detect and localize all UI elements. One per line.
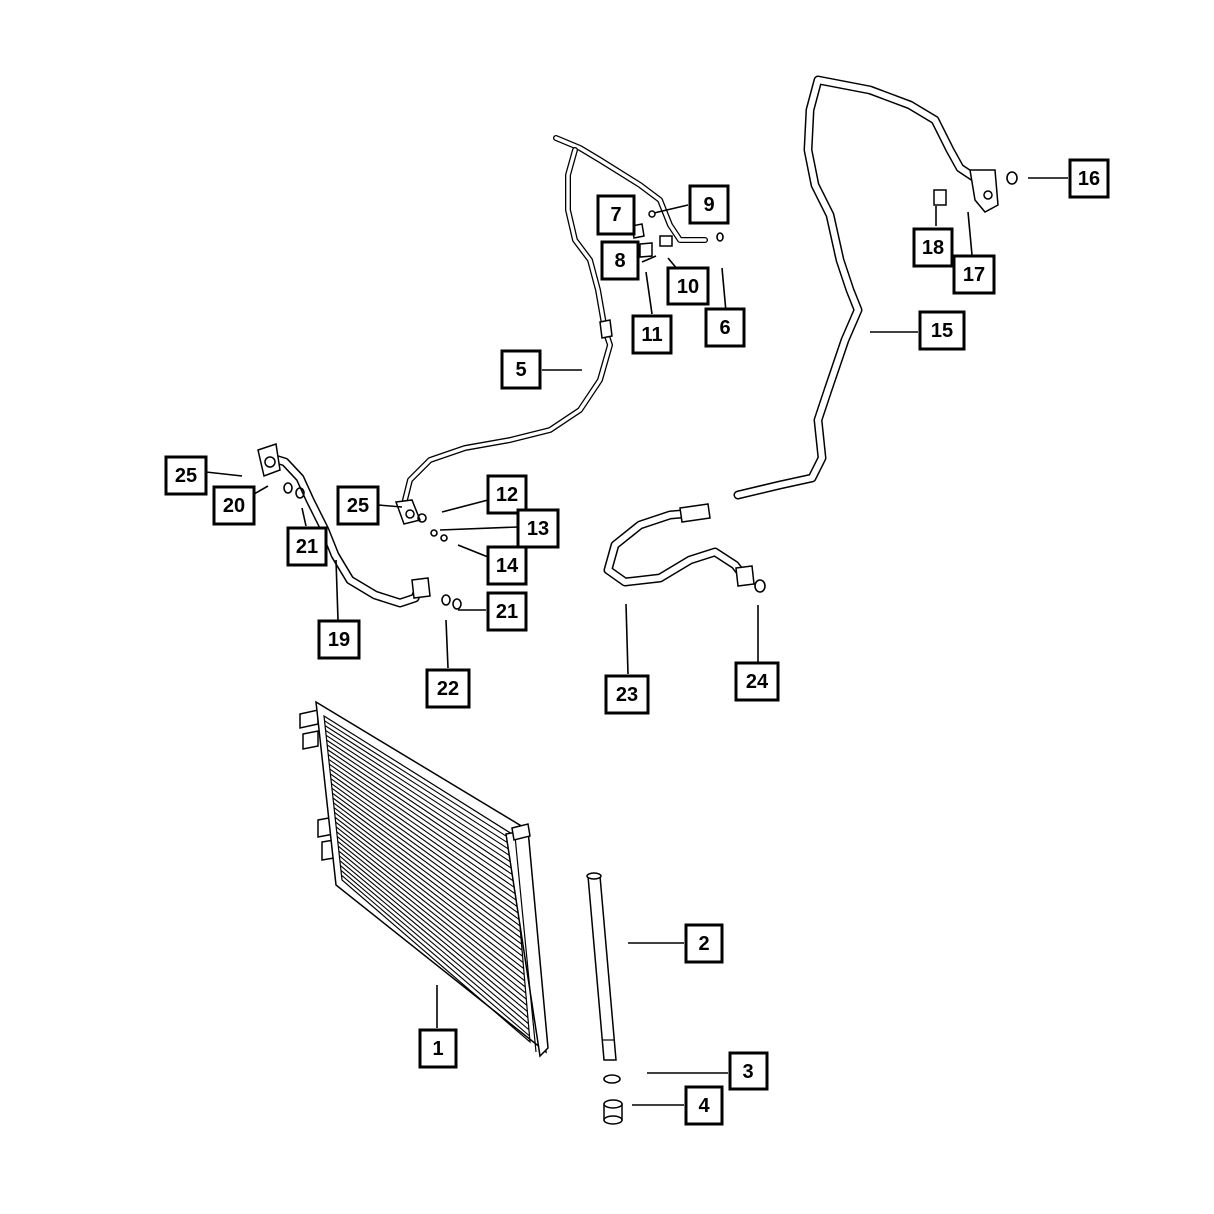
callout-3: 3	[728, 1051, 769, 1091]
condenser-fin	[326, 739, 515, 866]
condenser-fin	[333, 807, 523, 951]
callout-10: 10	[666, 266, 710, 306]
callout-22: 22	[425, 668, 471, 709]
callout-13: 13	[516, 508, 560, 549]
callout-3-label: 3	[742, 1061, 753, 1083]
callout-2: 2	[684, 923, 724, 964]
liquid-line	[394, 135, 724, 525]
condenser-fin	[341, 874, 530, 1037]
callout-5-label: 5	[515, 359, 526, 381]
callout-21a-label: 21	[296, 536, 318, 558]
callout-17-label: 17	[963, 264, 985, 286]
condenser-fin	[330, 773, 519, 908]
line-23	[603, 503, 766, 593]
callout-18-label: 18	[922, 237, 944, 259]
condenser-fin	[339, 855, 528, 1012]
callout-4-label: 4	[698, 1095, 710, 1117]
condenser-fin	[329, 768, 519, 902]
condenser-fin	[327, 754, 517, 884]
condenser-fin	[334, 812, 523, 957]
leader-lines	[205, 177, 1068, 1106]
callout-6-label: 6	[719, 317, 730, 339]
callout-19-label: 19	[328, 629, 350, 651]
condenser-fin	[340, 869, 530, 1031]
callout-9: 9	[688, 184, 730, 225]
condenser-fin	[331, 787, 521, 927]
condenser-fin	[325, 730, 514, 853]
condenser-fin	[324, 725, 514, 847]
callout-21b-label: 21	[496, 601, 518, 623]
condenser	[299, 700, 549, 1058]
condenser-fin	[325, 734, 515, 859]
condenser-fin	[336, 831, 526, 982]
suction-line	[733, 75, 1018, 500]
callout-4: 4	[684, 1085, 724, 1126]
callout-11-label: 11	[641, 324, 662, 346]
callout-1: 1	[418, 1028, 458, 1069]
callout-7: 7	[596, 194, 636, 236]
condenser-fin	[335, 826, 525, 976]
callout-15: 15	[918, 310, 966, 351]
callout-10-label: 10	[677, 276, 699, 298]
callout-14: 14	[486, 545, 528, 586]
callout-15-label: 15	[931, 320, 953, 342]
callout-1-label: 1	[432, 1038, 443, 1060]
callout-24-label: 24	[746, 671, 769, 693]
condenser-fin	[326, 744, 516, 872]
callout-9-label: 9	[703, 194, 714, 216]
callout-24: 24	[734, 661, 780, 702]
condenser-fin	[330, 778, 520, 914]
callout-16-label: 16	[1078, 168, 1100, 190]
callout-7-label: 7	[610, 204, 621, 226]
callout-16: 16	[1068, 158, 1110, 199]
receiver-drier	[586, 872, 623, 1125]
callout-12: 12	[486, 474, 528, 515]
condenser-fin	[328, 763, 518, 896]
callout-8-label: 8	[614, 250, 625, 272]
callout-11: 11	[631, 314, 673, 355]
callout-14-label: 14	[496, 555, 519, 577]
callout-25b-label: 25	[347, 495, 369, 517]
condenser-fin	[332, 792, 521, 933]
callout-23-label: 23	[616, 684, 638, 706]
callout-12-label: 12	[496, 484, 518, 506]
condenser-fin	[332, 797, 522, 939]
callout-25b: 25	[336, 485, 380, 526]
condenser-fin	[340, 865, 529, 1025]
condenser-fin	[331, 783, 520, 921]
callout-6: 6	[704, 307, 746, 348]
callout-25a-label: 25	[175, 465, 197, 487]
callout-2-label: 2	[698, 933, 709, 955]
seals-12-14	[417, 513, 448, 542]
callout-25a: 25	[164, 455, 208, 496]
callout-5: 5	[500, 349, 542, 390]
callout-20: 20	[212, 485, 256, 526]
discharge-line	[257, 443, 462, 610]
condenser-fin	[327, 749, 517, 878]
callout-19: 19	[317, 619, 361, 660]
callout-22-label: 22	[437, 678, 459, 700]
callout-18: 18	[912, 227, 954, 268]
callout-21a: 21	[286, 526, 328, 567]
condenser-fin	[337, 845, 527, 1000]
callout-17: 17	[952, 254, 996, 295]
callout-21b: 21	[486, 591, 528, 632]
callout-8: 8	[600, 240, 640, 281]
condenser-fin	[324, 720, 513, 841]
condenser-fin	[335, 821, 524, 970]
condenser-fin	[328, 758, 518, 890]
condenser-fin	[339, 860, 529, 1018]
condenser-fin	[338, 850, 528, 1006]
callout-20-label: 20	[223, 495, 245, 517]
condenser-fin	[336, 836, 526, 988]
condenser-fin	[334, 816, 524, 963]
callout-23: 23	[604, 674, 650, 715]
condenser-fin	[333, 802, 522, 945]
condenser-fin	[337, 840, 527, 994]
callout-13-label: 13	[527, 518, 549, 540]
